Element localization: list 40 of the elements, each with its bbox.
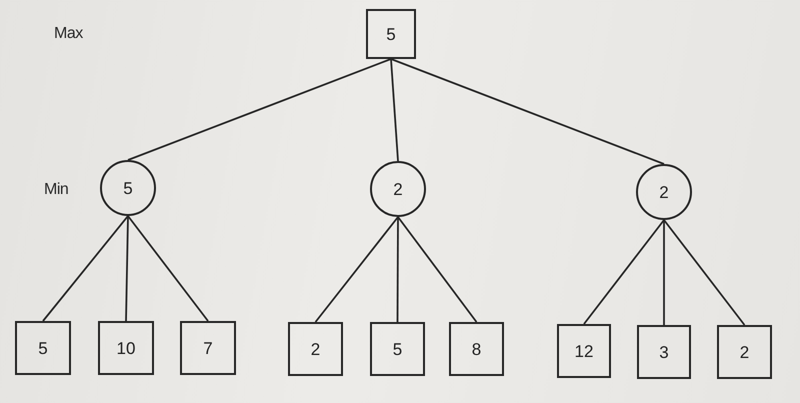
tree-edge-line	[583, 219, 665, 325]
tree-edge-line	[397, 216, 478, 323]
square-node	[557, 324, 611, 378]
node-value: 5	[38, 340, 48, 356]
node-value: 7	[203, 340, 213, 356]
node-value: 5	[392, 340, 402, 358]
circle-node	[636, 164, 692, 220]
level-label: Min	[44, 182, 68, 198]
circle-node	[100, 160, 156, 216]
tree-edge-line	[663, 219, 746, 326]
tree-edge-line	[390, 58, 664, 165]
tree-edge-line	[663, 220, 665, 325]
tree-edge-line	[128, 58, 392, 161]
level-label: Max	[54, 26, 83, 42]
tree-edge-line	[396, 217, 399, 322]
tree-edge-line	[314, 216, 399, 323]
square-node	[15, 321, 71, 375]
tree-edge-line	[125, 216, 129, 322]
node-value: 8	[472, 340, 482, 358]
square-node	[717, 325, 772, 379]
square-node	[637, 325, 691, 379]
square-node	[180, 321, 236, 375]
node-value: 3	[659, 344, 669, 360]
node-value: 2	[740, 344, 750, 360]
node-value: 12	[574, 342, 594, 360]
square-node	[370, 322, 425, 376]
square-node	[98, 321, 154, 375]
square-node	[366, 9, 416, 59]
square-node	[288, 322, 343, 376]
node-value: 5	[123, 180, 133, 196]
node-value: 2	[310, 340, 320, 358]
square-node	[449, 322, 504, 376]
node-value: 2	[393, 180, 403, 198]
tree-edge-line	[390, 58, 399, 162]
tree-edge-line	[127, 215, 209, 322]
node-value: 5	[386, 26, 396, 42]
node-value: 2	[659, 184, 669, 200]
circle-node	[370, 161, 426, 217]
tree-edge-line	[42, 215, 129, 322]
node-value: 10	[116, 340, 136, 356]
